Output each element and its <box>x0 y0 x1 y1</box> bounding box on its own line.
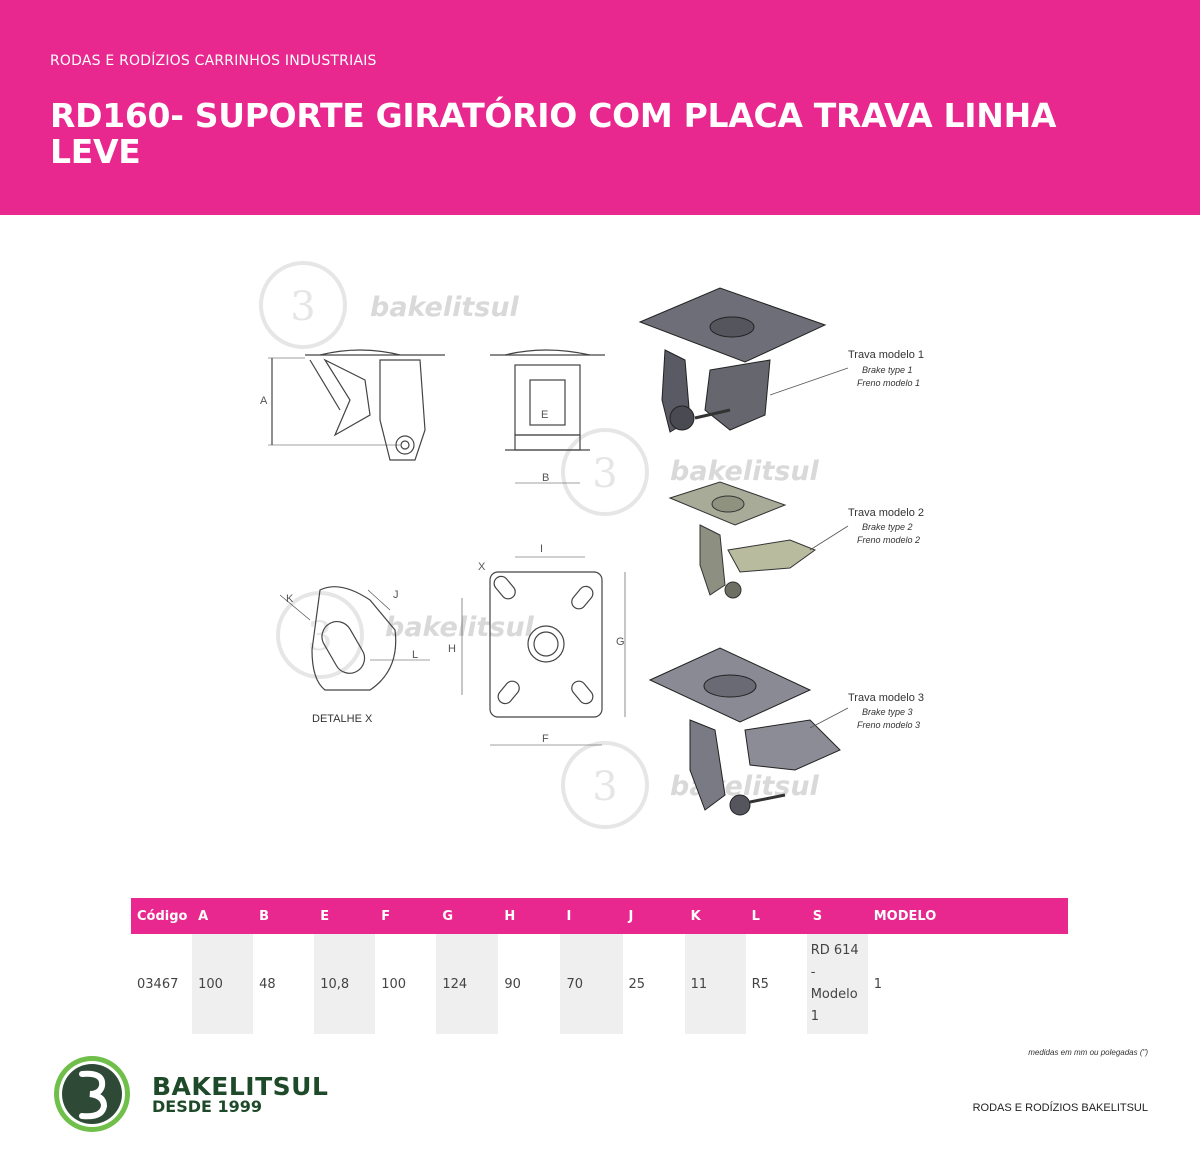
brand-logo-icon <box>54 1056 130 1132</box>
column-header: S <box>806 898 868 934</box>
watermark-text: bakelitsul <box>385 612 535 643</box>
column-header: K <box>684 898 746 934</box>
technical-drawing: 3 bakelitsul 3 bakelitsul 3 bakelitsul 3… <box>250 250 970 850</box>
table-cell: R5 <box>751 976 769 992</box>
dimension-x-label: X <box>478 561 486 573</box>
spec-table: Código A B E F G H I J K L S MODELO 0346… <box>131 898 1068 1034</box>
column-header: MODELO <box>867 898 1068 934</box>
brake-model-3-title: Trava modelo 3 <box>848 692 924 704</box>
table-cell: 90 <box>504 976 521 992</box>
brake-model-3-es: Freno modelo 3 <box>857 720 920 730</box>
table-cell: 100 <box>192 934 254 1034</box>
brake-model-2-en: Brake type 2 <box>862 522 913 532</box>
watermark-logo-icon: 3 <box>276 591 364 679</box>
footer-text: RODAS E RODÍZIOS BAKELITSUL <box>972 1102 1148 1114</box>
column-header: J <box>622 898 685 934</box>
brand-name: BAKELITSUL <box>152 1072 329 1101</box>
detail-x-view <box>279 586 430 691</box>
table-cell: 70 <box>560 934 623 1034</box>
svg-text:3: 3 <box>290 284 315 330</box>
page-title: RD160- SUPORTE GIRATÓRIO COM PLACA TRAVA… <box>50 96 1057 171</box>
watermark-logo-icon: 3 <box>259 261 347 349</box>
dimension-b-label: B <box>542 472 549 484</box>
front-view <box>490 349 605 484</box>
column-header: A <box>192 898 254 934</box>
table-cell: 48 <box>259 976 276 992</box>
dimension-k-label: K <box>286 593 294 605</box>
table-cell: 124 <box>436 934 499 1034</box>
column-header: B <box>253 898 315 934</box>
watermark-text: bakelitsul <box>670 456 820 487</box>
brake-model-1-title: Trava modelo 1 <box>848 349 924 361</box>
table-cell: 1 <box>873 976 883 992</box>
dimension-f-label: F <box>542 733 549 745</box>
dimension-h-label: H <box>448 643 456 655</box>
table-cell: 10,8 <box>314 934 376 1034</box>
column-header: Código <box>131 898 193 934</box>
brake-model-2-title: Trava modelo 2 <box>848 507 924 519</box>
table-row: 03467 100 48 10,8 100 124 90 70 25 11 R5… <box>131 934 1068 1034</box>
detail-x-label: DETALHE X <box>312 713 373 725</box>
spec-table-header-row: Código A B E F G H I J K L S MODELO <box>131 898 1068 934</box>
top-view-plate <box>461 556 626 746</box>
measurement-note: medidas em mm ou polegadas (") <box>1028 1048 1148 1057</box>
column-header: G <box>436 898 499 934</box>
table-cell: 03467 <box>137 976 179 992</box>
dimension-l-label: L <box>412 649 418 661</box>
brake-model-2-render <box>668 481 817 599</box>
table-cell: 11 <box>684 934 746 1034</box>
column-header: L <box>745 898 807 934</box>
brake-model-2-es: Freno modelo 2 <box>857 535 920 545</box>
brake-model-3-render <box>648 647 841 816</box>
brand-since: DESDE 1999 <box>152 1097 263 1116</box>
dimension-a-label: A <box>260 395 268 407</box>
table-cell: 25 <box>628 976 646 992</box>
dimension-j-label: J <box>393 589 399 601</box>
dimension-i-label: I <box>540 543 543 555</box>
brake-model-3-en: Brake type 3 <box>862 707 913 717</box>
side-view <box>268 349 445 461</box>
header-subtitle: RODAS E RODÍZIOS CARRINHOS INDUSTRIAIS <box>50 53 377 69</box>
table-cell: 100 <box>381 976 407 992</box>
brake-model-1-render <box>638 287 827 433</box>
watermark-logo-icon: 3 <box>561 741 649 829</box>
brake-model-1-es: Freno modelo 1 <box>857 378 920 388</box>
svg-text:3: 3 <box>592 451 617 497</box>
watermark-logo-icon: 3 <box>561 428 649 516</box>
page-header: RODAS E RODÍZIOS CARRINHOS INDUSTRIAIS R… <box>0 0 1200 215</box>
column-header: F <box>375 898 437 934</box>
dimension-g-label: G <box>616 636 625 648</box>
watermark-text: bakelitsul <box>370 292 520 323</box>
column-header: E <box>314 898 376 934</box>
brake-model-1-en: Brake type 1 <box>862 365 913 375</box>
svg-text:3: 3 <box>592 764 617 810</box>
table-cell: RD 614 - Modelo 1 <box>806 934 868 1034</box>
column-header: H <box>498 898 561 934</box>
column-header: I <box>560 898 623 934</box>
dimension-e-label: E <box>541 409 548 421</box>
